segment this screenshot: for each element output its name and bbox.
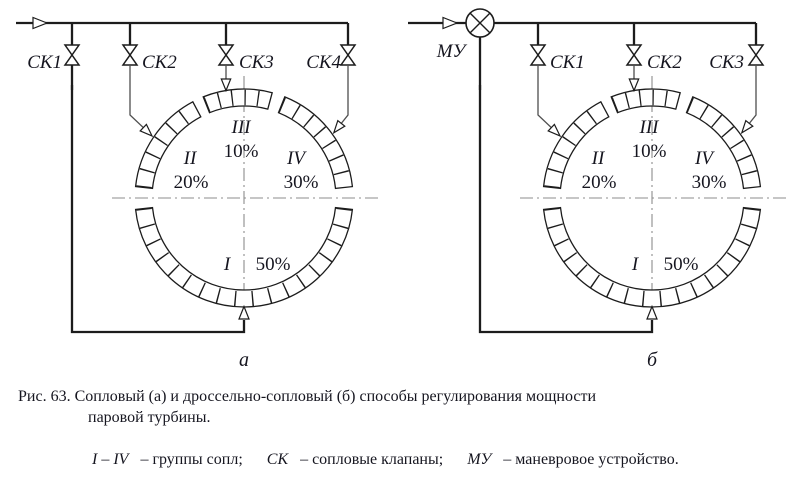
legend-groups-text: – группы сопл; (140, 451, 243, 468)
figure-caption: Рис. 63. Сопловый (а) и дроссельно-сопло… (18, 386, 596, 428)
arrow-icon-inlet-a (32, 16, 49, 30)
section-label-III-b: III (639, 117, 661, 138)
valve-label-ck1-b: СК1 (550, 52, 585, 73)
section-label-II-b: II (591, 148, 606, 169)
valve-label-ck3-a: СК3 (239, 52, 274, 73)
turbine-diagrams-canvas: СК1 СК2 СК3 СК4 III 10% II 20% IV 30% I … (16, 8, 805, 371)
section-label-I-b: I (631, 254, 640, 275)
valve-symbol-ck1-a (63, 44, 81, 66)
maneuvering-device-symbol (465, 8, 495, 38)
valve-label-ck2-b: СК2 (647, 52, 682, 73)
section-label-IV-a: IV (286, 148, 307, 169)
caption-line2: паровой турбины. (88, 409, 211, 426)
device-label-mu: МУ (436, 41, 468, 62)
section-pct-I-a: 50% (256, 254, 291, 275)
section-label-III-a: III (231, 117, 253, 138)
section-label-I-a: I (223, 254, 232, 275)
cross-icon (469, 12, 491, 34)
diagram-a: СК1 СК2 СК3 СК4 III 10% II 20% IV 30% I … (16, 16, 380, 371)
section-pct-IV-b: 30% (692, 172, 727, 193)
section-pct-II-b: 20% (582, 172, 617, 193)
arrow-icon-inlet-b (442, 16, 459, 30)
valve-label-ck4-a: СК4 (306, 52, 341, 73)
section-pct-III-b: 10% (632, 141, 667, 162)
valve-label-ck1-a: СК1 (27, 52, 62, 73)
legend-mu-text: – маневровое устройство. (503, 451, 679, 468)
figure-legend: I – IV – группы сопл; СК – сопловые клап… (92, 451, 679, 469)
legend-ck-text: – сопловые клапаны; (300, 451, 444, 468)
legend-groups-symbol: I – IV (92, 451, 129, 468)
subfigure-label-a: а (239, 349, 249, 371)
legend-ck-symbol: СК (266, 451, 289, 468)
section-pct-I-b: 50% (664, 254, 699, 275)
section-pct-II-a: 20% (174, 172, 209, 193)
caption-line1: Рис. 63. Сопловый (а) и дроссельно-сопло… (18, 388, 597, 405)
section-pct-IV-a: 30% (284, 172, 319, 193)
section-label-II-a: II (183, 148, 198, 169)
section-label-IV-b: IV (694, 148, 715, 169)
legend-mu-symbol: МУ (467, 451, 492, 468)
section-pct-III-a: 10% (224, 141, 259, 162)
subfigure-label-b: б (647, 349, 658, 371)
valve-label-ck2-a: СК2 (142, 52, 177, 73)
valve-label-ck3-b: СК3 (709, 52, 744, 73)
diagram-b: МУ СК1 СК2 СК3 III 10% II 20% IV 30% I 5… (408, 8, 788, 371)
